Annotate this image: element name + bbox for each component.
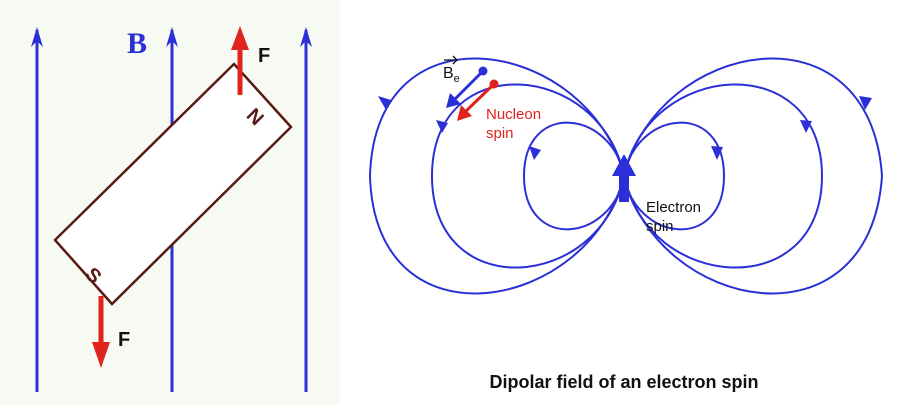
field-loop-left-inner (522, 121, 625, 231)
nucleon-label-line2: spin (486, 125, 514, 142)
vector-overarrow-icon (444, 55, 458, 65)
field-label-b: B (127, 27, 147, 60)
field-arrowhead (31, 27, 43, 47)
field-loop-right-outer (623, 57, 884, 295)
field-arrowhead (378, 96, 391, 110)
field-vector-label: Be (443, 65, 460, 85)
electron-spin-arrow (612, 154, 636, 202)
field-arrowhead (529, 146, 541, 160)
bar-magnet: N S (53, 62, 293, 306)
dipolar-field-svg: Electron spin Be Nucleon spin Dipolar fi… (368, 55, 884, 392)
field-loop-right-inner (623, 121, 726, 231)
dipolar-field-diagram: Electron spin Be Nucleon spin Dipolar fi… (340, 0, 918, 405)
force-label-top: F (258, 45, 270, 67)
figure-caption: Dipolar field of an electron spin (489, 372, 758, 392)
field-arrowhead (800, 120, 812, 133)
nucleon-label-line1: Nucleon (486, 106, 541, 123)
field-arrowhead (300, 27, 312, 47)
electron-label-line2: spin (646, 218, 674, 235)
field-loop-right-middle (623, 83, 824, 269)
field-loop-left-outer (368, 57, 625, 295)
field-arrowhead (436, 120, 448, 133)
force-arrow-top (231, 26, 249, 95)
nucleon-spin-arrow (457, 79, 499, 121)
field-arrowhead (859, 96, 872, 110)
dipole-field-lines (368, 57, 884, 295)
field-arrowhead (711, 146, 723, 160)
force-arrow-bottom (92, 296, 110, 368)
field-vector-be (446, 66, 488, 108)
force-label-bottom: F (118, 329, 130, 351)
electron-label-line1: Electron (646, 199, 701, 216)
bar-magnet-diagram: B N S F F (0, 0, 340, 405)
bar-magnet-svg: B N S F F (31, 26, 312, 392)
field-direction-arrows (378, 96, 872, 160)
field-loop-left-middle (430, 83, 625, 269)
field-arrowhead (166, 27, 178, 47)
